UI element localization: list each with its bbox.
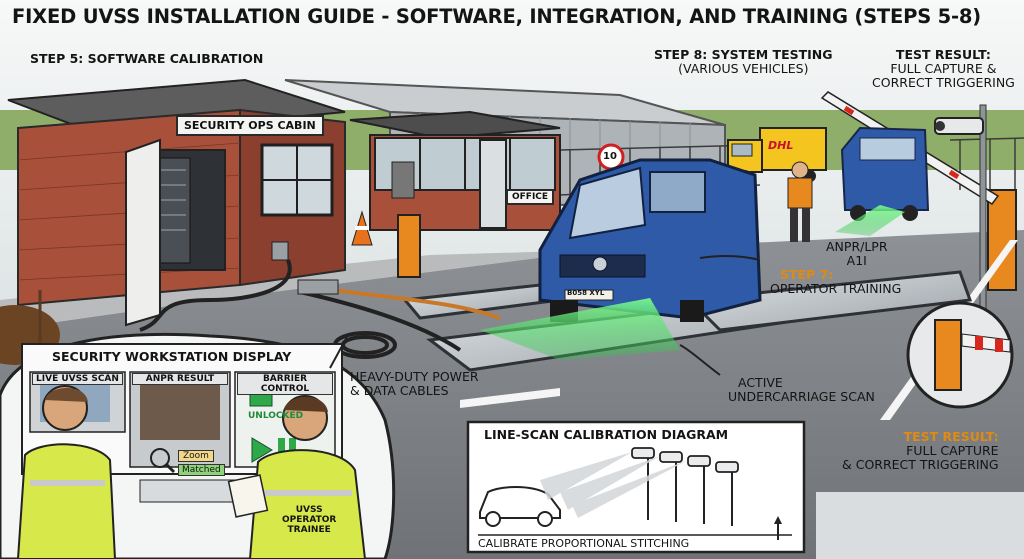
barrier-post-left	[397, 214, 421, 278]
test-result-top-line1: TEST RESULT:	[895, 47, 991, 62]
calibration-title: LINE-SCAN CALIBRATION DIAGRAM	[484, 427, 729, 442]
page-title: FIXED UVSS INSTALLATION GUIDE - SOFTWARE…	[12, 5, 982, 28]
anpr-label-line1: ANPR/LPR	[826, 239, 888, 254]
cables-callout-line1: HEAVY-DUTY POWER	[350, 369, 479, 384]
operator-left	[16, 385, 117, 559]
cabin-door-open	[125, 138, 161, 327]
step7-title: STEP 7:	[780, 267, 834, 282]
trainee-vest-text: UVSS OPERATOR TRAINEE	[282, 505, 336, 535]
office-roof	[349, 110, 561, 140]
site-worker	[787, 161, 813, 242]
zoom-button: Zoom	[178, 450, 214, 463]
anpr-label: ANPR/LPR A1I	[826, 240, 888, 268]
office-door	[479, 139, 507, 229]
speed-sign-value: 10	[603, 151, 617, 162]
tab-live-uvss: LIVE UVSS SCAN	[32, 373, 123, 385]
test-result-bottom-line3: & CORRECT TRIGGERING	[842, 457, 999, 472]
play-icon	[251, 437, 273, 463]
tab-barrier-control: BARRIER CONTROL	[237, 373, 333, 395]
cabin-sign: SECURITY OPS CABIN	[176, 115, 324, 136]
vest-line3: TRAINEE	[287, 525, 331, 536]
workstation-title: SECURITY WORKSTATION DISPLAY	[52, 349, 292, 364]
calibration-cameras	[631, 447, 739, 473]
vest-line1: UVSS	[295, 505, 323, 515]
step7-subtitle: OPERATOR TRAINING	[770, 281, 902, 296]
uvss-plate-side	[686, 270, 973, 332]
callout-arrows	[329, 254, 761, 376]
scan-rays	[540, 452, 688, 518]
scan-callout-line2: UNDERCARRIAGE SCAN	[728, 389, 875, 404]
scan-callout-line1: ACTIVE	[738, 375, 783, 390]
truck-box	[759, 127, 827, 171]
calibration-caption: CALIBRATE PROPORTIONAL STITCHING	[478, 537, 690, 550]
step5-label: STEP 5: SOFTWARE CALIBRATION	[30, 51, 264, 66]
test-result-bottom: TEST RESULT: FULL CAPTURE & CORRECT TRIG…	[842, 430, 999, 472]
van-plate-text: B058 XYL	[567, 289, 605, 297]
cables-callout: HEAVY-DUTY POWER & DATA CABLES	[350, 370, 479, 398]
test-result-top: TEST RESULT: FULL CAPTURE & CORRECT TRIG…	[872, 48, 1015, 90]
van-windscreen	[568, 166, 647, 240]
barrier-status: UNLOCKED	[248, 411, 304, 421]
tab-anpr-result: ANPR RESULT	[132, 373, 228, 385]
magnifier-icon	[150, 448, 170, 468]
office-sign: OFFICE	[506, 189, 555, 205]
vest-line2: OPERATOR	[282, 515, 337, 526]
matched-button: Matched	[178, 464, 225, 477]
scan-callout: ACTIVE UNDERCARRIAGE SCAN	[728, 376, 875, 404]
step8-label: STEP 8: SYSTEM TESTING (VARIOUS VEHICLES…	[654, 48, 833, 76]
step7-label: STEP 7: OPERATOR TRAINING	[770, 268, 901, 296]
anpr-label-line2: A1I	[846, 253, 867, 268]
main-scan-beam	[480, 298, 680, 360]
test-result-top-line2: FULL CAPTURE &	[890, 61, 997, 76]
test-result-bottom-line1: TEST RESULT:	[903, 429, 999, 444]
junction-box	[271, 241, 289, 261]
wall-unit	[391, 161, 415, 199]
bottom-right-block	[816, 492, 1024, 559]
test-result-top-line3: CORRECT TRIGGERING	[872, 75, 1015, 90]
van-plate	[564, 289, 614, 301]
test-result-bottom-line2: FULL CAPTURE	[906, 443, 999, 458]
back-scan-beam	[835, 205, 905, 236]
calibration-car	[479, 486, 561, 519]
step8-subtitle: (VARIOUS VEHICLES)	[678, 61, 809, 76]
cables-callout-line2: & DATA CABLES	[350, 383, 449, 398]
clipboard	[227, 474, 269, 518]
cable-junction	[297, 279, 339, 295]
truck-brand: DHL	[768, 139, 794, 152]
keyboard	[139, 479, 236, 503]
step8-title: STEP 8: SYSTEM TESTING	[654, 47, 833, 62]
operator-right	[248, 395, 367, 559]
